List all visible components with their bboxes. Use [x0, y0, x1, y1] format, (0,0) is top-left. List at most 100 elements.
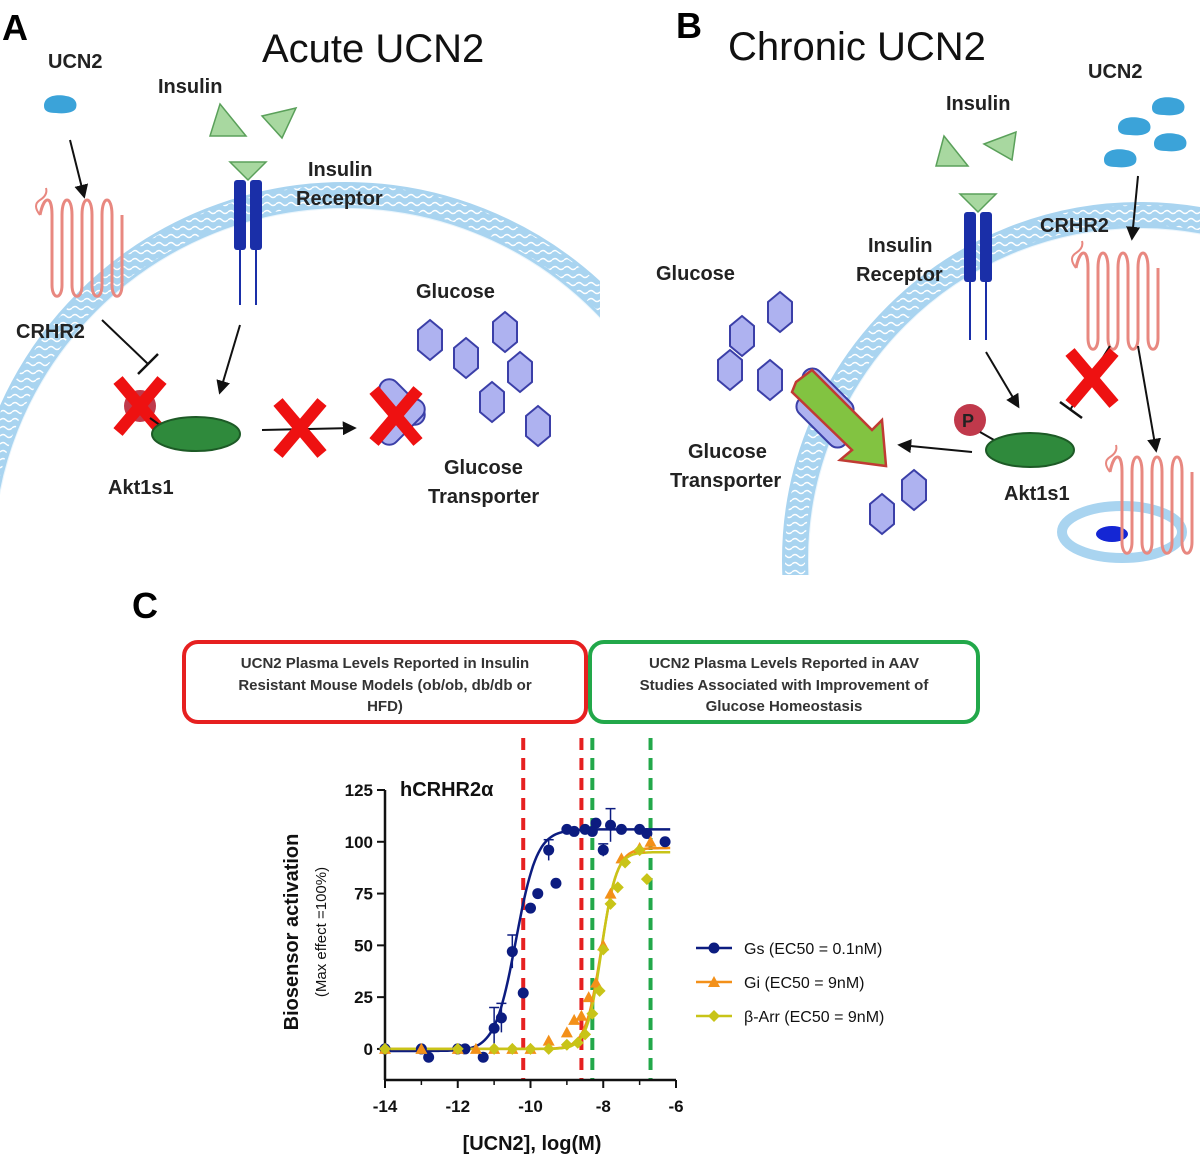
data-point [579, 1028, 592, 1041]
panel-letter-b: B [676, 5, 702, 46]
y-tick-label: 0 [364, 1040, 373, 1059]
chart-title: hCRHR2α [400, 779, 494, 801]
insulin-label-a: Insulin [158, 76, 222, 98]
insulin-molecules-a [208, 102, 298, 140]
data-point [532, 888, 544, 900]
data-point [604, 887, 617, 899]
data-point [575, 1009, 588, 1021]
data-point [589, 976, 602, 988]
akt1s1-label-b: Akt1s1 [1004, 483, 1070, 505]
data-point [506, 1042, 519, 1055]
glucose-transporter-b [790, 367, 888, 468]
panel-letter-a: A [2, 7, 28, 48]
insulin-label-b: Insulin [946, 93, 1010, 115]
crhr2-label-a: CRHR2 [16, 321, 85, 343]
data-point [525, 902, 536, 914]
data-point [542, 1034, 555, 1046]
data-point [586, 1007, 599, 1020]
red-box-line-3: HFD) [367, 698, 403, 715]
data-point [488, 1042, 501, 1055]
insulin-receptor-label-b-2: Receptor [856, 264, 943, 286]
data-point [488, 1022, 500, 1034]
data-point [495, 1012, 507, 1024]
data-point [644, 835, 657, 847]
panel-title-a: Acute UCN2 [262, 27, 484, 71]
x-tick-label: -6 [668, 1097, 683, 1116]
akt1s1-protein-b: P [954, 404, 1075, 468]
chart-legend: Gs (EC50 = 0.1nM) Gi (EC50 = 9nM) β-Arr (E… [696, 941, 884, 1026]
data-point [633, 844, 646, 857]
data-point [517, 987, 529, 999]
fit-curve [385, 846, 671, 1051]
green-annotation-box: UCN2 Plasma Levels Reported in AAV Studi… [588, 640, 980, 724]
data-point [379, 1042, 391, 1055]
x-tick-label: -12 [445, 1097, 470, 1116]
red-box-line-1: UCN2 Plasma Levels Reported in Insulin [241, 655, 529, 672]
data-point [708, 942, 720, 954]
data-point [604, 897, 617, 910]
data-point [543, 844, 555, 856]
phospho-label: P [962, 411, 974, 431]
data-point [590, 817, 602, 829]
green-box-line-2: Studies Associated with Improvement of [640, 677, 930, 694]
data-point [560, 1038, 573, 1051]
glucose-transporter-label-b-1: Glucose [688, 441, 767, 463]
legend-label: Gs (EC50 = 0.1nM) [744, 941, 882, 958]
data-point [582, 991, 595, 1003]
data-point [469, 1042, 482, 1054]
insulin-receptor-label-a-2: Receptor [296, 188, 383, 210]
akt1s1-protein-a [118, 380, 241, 452]
x-tick-label: -10 [518, 1097, 543, 1116]
insulin-molecules-b [935, 130, 1017, 167]
data-point [571, 1036, 584, 1049]
panel-a [0, 182, 600, 575]
data-point [568, 1013, 581, 1025]
y-tick-label: 100 [345, 833, 373, 852]
glucose-label-b: Glucose [656, 263, 735, 285]
ucn2-label-b: UCN2 [1088, 61, 1142, 83]
insulin-receptor-b [958, 193, 998, 340]
red-box-line-2: Resistant Mouse Models (ob/ob, db/db or [238, 677, 531, 694]
data-point [550, 877, 562, 889]
glucose-label-a: Glucose [416, 281, 495, 303]
data-point [524, 1042, 537, 1055]
y-axis-title: Biosensor activation [281, 834, 303, 1031]
x-tick-label: -8 [596, 1097, 611, 1116]
data-point [542, 1042, 555, 1055]
data-point [619, 856, 632, 869]
x-axis-title: [UCN2], log(M) [463, 1133, 602, 1155]
data-point [708, 976, 720, 987]
red-annotation-box: UCN2 Plasma Levels Reported in Insulin R… [182, 640, 588, 724]
y-axis-subtitle: (Max effect =100%) [313, 867, 330, 997]
ucn2-label-a: UCN2 [48, 51, 102, 73]
data-point [615, 823, 627, 835]
data-point [597, 943, 610, 956]
akt1s1-label-a: Akt1s1 [108, 477, 174, 499]
y-tick-label: 50 [354, 936, 373, 955]
endosome-b [1057, 443, 1194, 563]
data-point [659, 836, 671, 848]
data-point [593, 984, 606, 997]
legend-label: β-Arr (EC50 = 9nM) [744, 1009, 884, 1026]
green-box-line-3: Glucose Homeostasis [706, 698, 863, 715]
crhr2-label-b: CRHR2 [1040, 215, 1109, 237]
data-point [560, 1026, 573, 1038]
legend-label: Gi (EC50 = 9nM) [744, 975, 864, 992]
glucose-transporter-label-a-2: Transporter [428, 486, 539, 508]
ucn2-molecules-b [1104, 97, 1187, 168]
y-tick-label: 125 [345, 781, 373, 800]
data-point [708, 1010, 720, 1022]
green-box-line-1: UCN2 Plasma Levels Reported in AAV [649, 655, 919, 672]
insulin-receptor-label-b-1: Insulin [868, 235, 932, 257]
ucn2-molecule-a [44, 95, 77, 114]
data-point [451, 1042, 464, 1055]
data-point [640, 873, 653, 886]
glucose-transporter-a [374, 378, 426, 449]
glucose-transporter-label-a-1: Glucose [444, 457, 523, 479]
x-tick-label: -14 [373, 1097, 398, 1116]
data-points [379, 807, 671, 1063]
data-point [605, 819, 617, 831]
